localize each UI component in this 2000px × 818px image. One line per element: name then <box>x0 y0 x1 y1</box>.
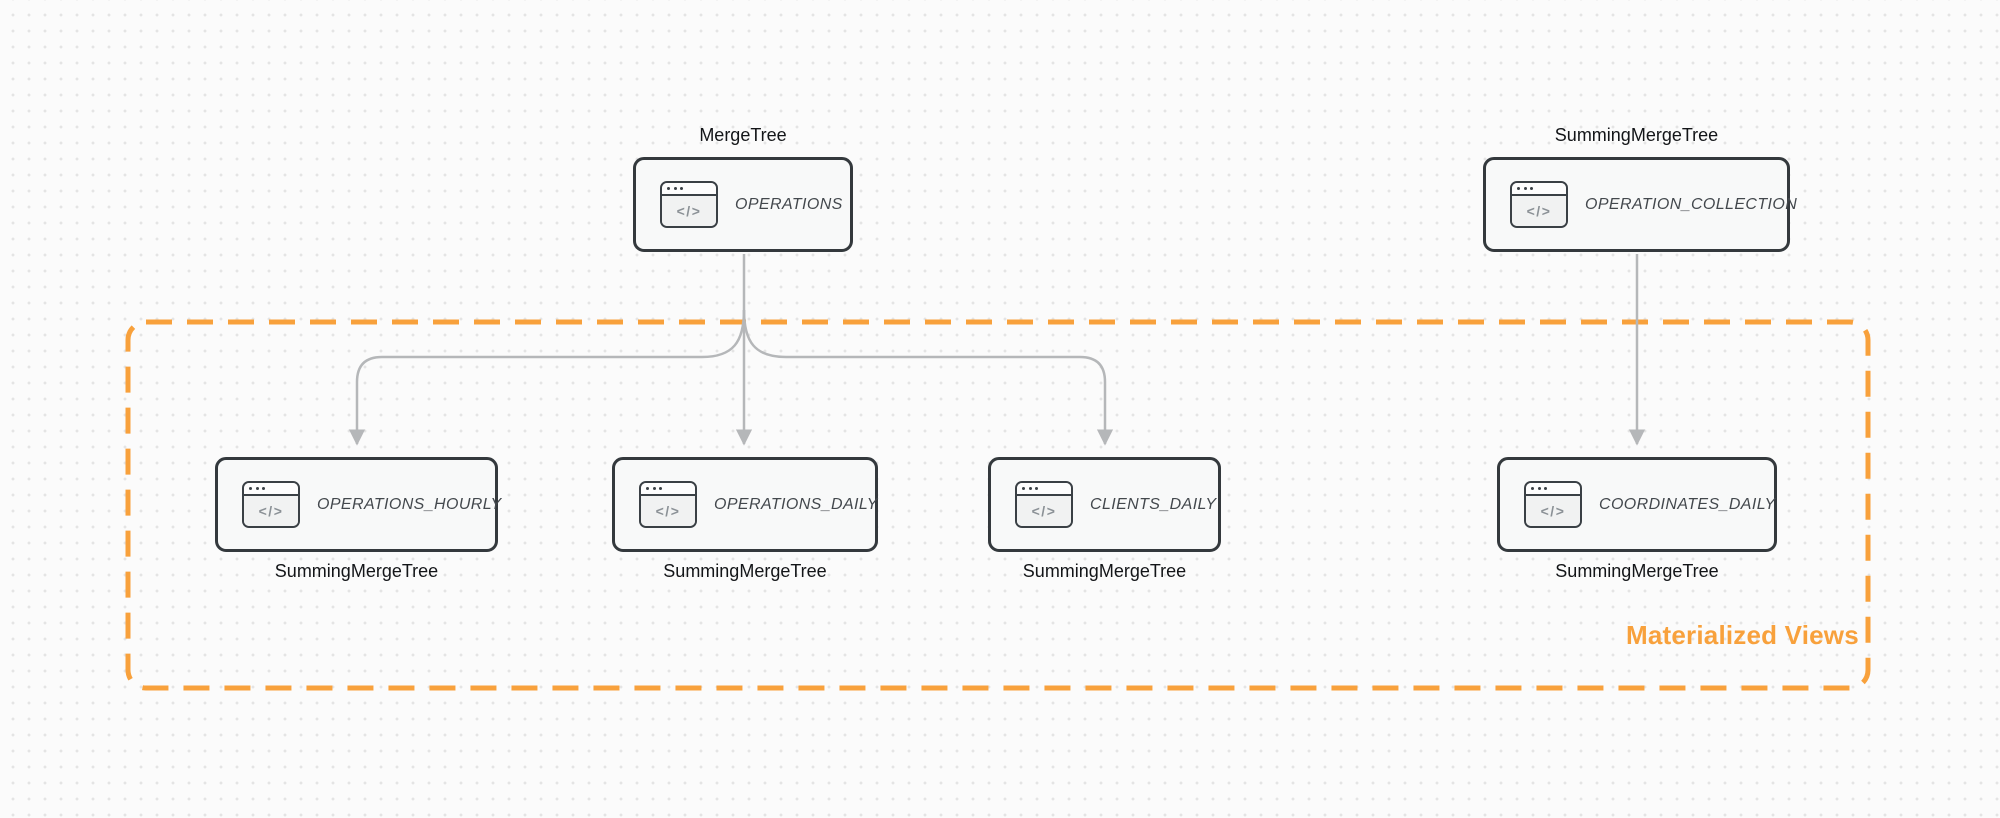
code-glyph: </> <box>641 496 695 526</box>
engine-label: SummingMergeTree <box>1022 561 1187 581</box>
window-dots-icon <box>1512 183 1566 196</box>
code-window-icon: </> <box>242 481 300 528</box>
node-title: OPERATION_COLLECTION <box>1585 195 1798 213</box>
node-title: OPERATIONS_DAILY <box>714 495 878 513</box>
engine-label: SummingMergeTree <box>1554 125 1719 145</box>
code-window-icon: </> <box>1015 481 1073 528</box>
engine-label: SummingMergeTree <box>274 561 439 581</box>
node-clients-daily[interactable]: SummingMergeTree </> CLIENTS_DAILY <box>988 457 1221 581</box>
node-title: OPERATIONS <box>735 195 843 213</box>
engine-label: SummingMergeTree <box>663 561 827 581</box>
node-operations-daily[interactable]: SummingMergeTree </> OPERATIONS_DAILY <box>612 457 878 581</box>
node-title: COORDINATES_DAILY <box>1599 495 1776 513</box>
window-dots-icon <box>1526 483 1580 496</box>
engine-label: MergeTree <box>699 125 787 145</box>
edge-operations-to-operations-hourly <box>348 309 746 446</box>
window-dots-icon <box>662 183 716 196</box>
window-dots-icon <box>1017 483 1071 496</box>
window-dots-icon <box>244 483 298 496</box>
code-window-icon: </> <box>660 181 718 228</box>
node-coordinates-daily[interactable]: SummingMergeTree </> COORDINATES_DAILY <box>1497 457 1777 581</box>
node-operation-collection[interactable]: SummingMergeTree </> OPERATION_COLLECTIO… <box>1483 125 1797 252</box>
code-glyph: </> <box>244 496 298 526</box>
node-title: CLIENTS_DAILY <box>1090 495 1217 513</box>
engine-label: SummingMergeTree <box>1555 561 1719 581</box>
code-window-icon: </> <box>639 481 697 528</box>
code-window-icon: </> <box>1510 181 1568 228</box>
code-glyph: </> <box>662 196 716 226</box>
materialized-views-group-label: Materialized Views <box>1626 620 1859 650</box>
node-operations-hourly[interactable]: SummingMergeTree </> OPERATIONS_HOURLY <box>215 457 501 581</box>
code-glyph: </> <box>1512 196 1566 226</box>
window-dots-icon <box>641 483 695 496</box>
node-operations[interactable]: MergeTree </> OPERATIONS <box>633 125 853 252</box>
materialized-views-group-border <box>125 319 1871 691</box>
code-glyph: </> <box>1526 496 1580 526</box>
node-title: OPERATIONS_HOURLY <box>317 495 502 513</box>
edge-operations-to-clients-daily <box>742 309 1114 446</box>
code-glyph: </> <box>1017 496 1071 526</box>
code-window-icon: </> <box>1524 481 1582 528</box>
